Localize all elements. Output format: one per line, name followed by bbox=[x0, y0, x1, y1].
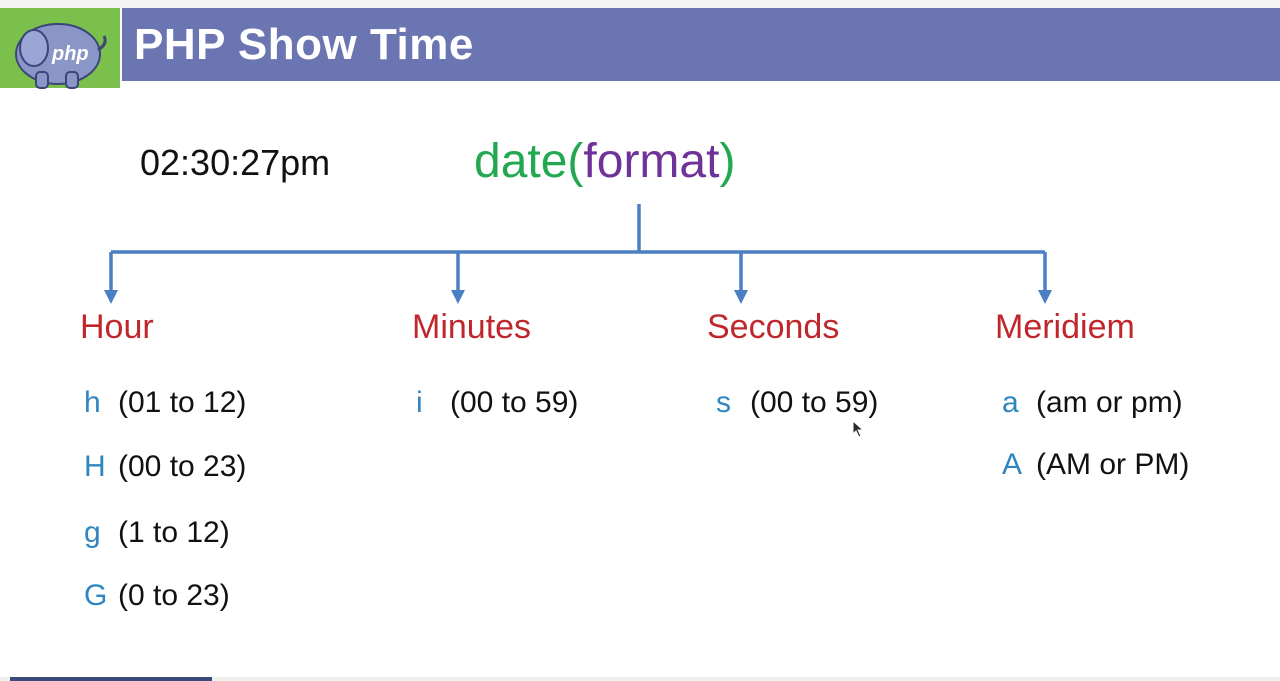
arrowhead-hour bbox=[104, 290, 118, 304]
format-range: (00 to 59) bbox=[750, 386, 879, 419]
mouse-pointer-icon bbox=[852, 420, 865, 438]
connector-tree bbox=[104, 204, 1052, 304]
minutes-item-i: i (00 to 59) bbox=[416, 386, 578, 420]
category-meridiem: Meridiem bbox=[995, 308, 1135, 346]
format-code: H bbox=[84, 450, 106, 483]
category-seconds: Seconds bbox=[707, 308, 840, 346]
format-code: g bbox=[84, 516, 101, 549]
header-bar bbox=[122, 8, 1280, 81]
meridiem-item-a: a (am or pm) bbox=[1002, 386, 1183, 420]
logo-box: php bbox=[0, 8, 120, 89]
seconds-item-s: s (00 to 59) bbox=[716, 386, 878, 420]
category-minutes: Minutes bbox=[412, 308, 532, 346]
hour-item-G: G (0 to 23) bbox=[84, 579, 230, 613]
format-code: G bbox=[84, 579, 108, 612]
format-range: (0 to 23) bbox=[118, 579, 230, 612]
arrowhead-seconds bbox=[734, 290, 748, 304]
arrowhead-meridiem bbox=[1038, 290, 1052, 304]
format-range: (01 to 12) bbox=[118, 386, 247, 419]
page-title: PHP Show Time bbox=[134, 20, 474, 69]
category-hour: Hour bbox=[80, 308, 154, 346]
format-code: h bbox=[84, 386, 101, 419]
format-range: (AM or PM) bbox=[1036, 448, 1190, 481]
arrowhead-minutes bbox=[451, 290, 465, 304]
format-range: (00 to 59) bbox=[450, 386, 579, 419]
top-strip bbox=[0, 0, 1280, 8]
format-code: i bbox=[416, 386, 423, 419]
format-code: A bbox=[1002, 448, 1023, 481]
function-name: date bbox=[474, 135, 568, 188]
php-elephant-icon: php bbox=[15, 23, 107, 89]
hour-item-H: H (00 to 23) bbox=[84, 450, 246, 484]
format-code: s bbox=[716, 386, 731, 419]
meridiem-item-A: A (AM or PM) bbox=[1002, 448, 1189, 482]
hour-item-g: g (1 to 12) bbox=[84, 516, 230, 550]
example-time: 02:30:27pm bbox=[140, 142, 331, 183]
function-open-paren: ( bbox=[567, 135, 584, 188]
function-close-paren: ) bbox=[719, 135, 736, 188]
function-argument: format bbox=[583, 135, 720, 188]
format-range: (1 to 12) bbox=[118, 516, 230, 549]
bottom-strip bbox=[0, 677, 1280, 681]
function-signature: date(format) bbox=[474, 134, 735, 189]
format-range: (00 to 23) bbox=[118, 450, 247, 483]
format-code: a bbox=[1002, 386, 1019, 419]
bottom-accent bbox=[10, 677, 212, 681]
hour-item-h: h (01 to 12) bbox=[84, 386, 246, 420]
logo-text: php bbox=[51, 43, 89, 65]
format-range: (am or pm) bbox=[1036, 386, 1183, 419]
